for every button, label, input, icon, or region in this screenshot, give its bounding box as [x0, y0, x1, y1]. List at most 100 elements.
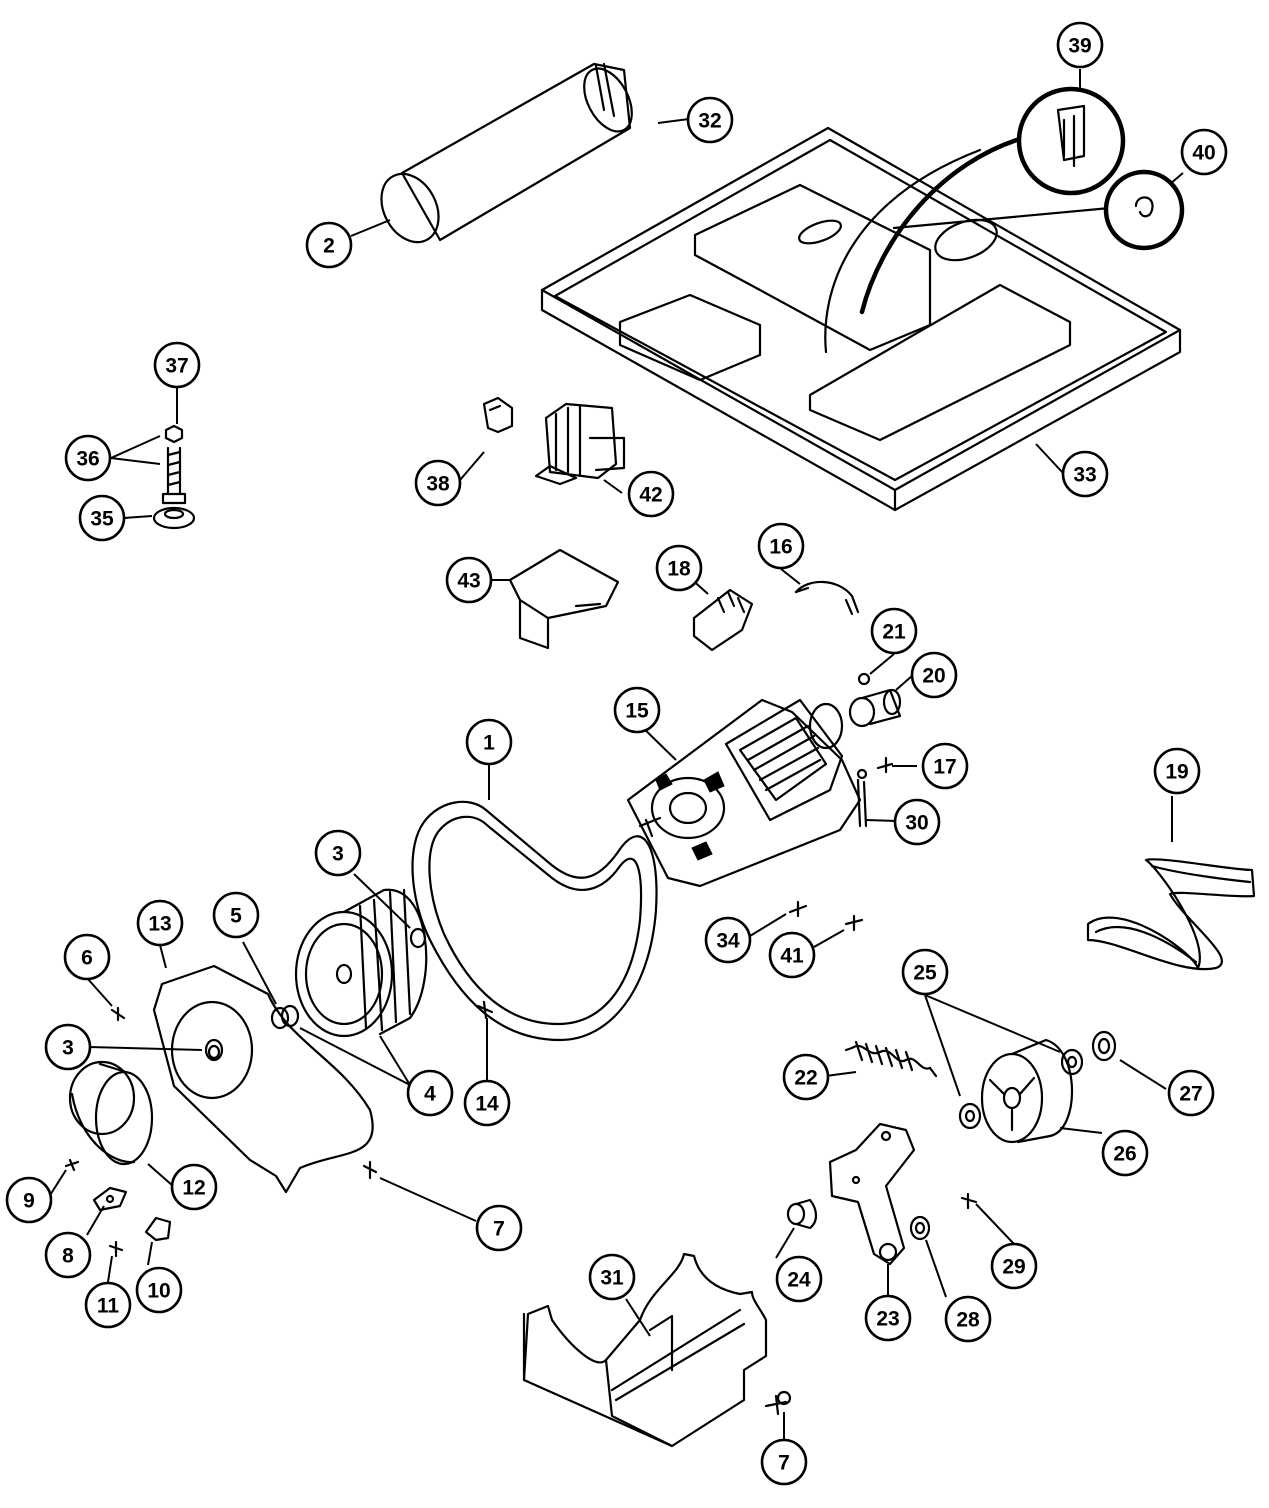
part-10-thermostat [144, 1216, 172, 1242]
callout-circle [760, 1438, 808, 1486]
callout-label: 10 [147, 1280, 170, 1303]
callout-circle [1167, 1069, 1215, 1117]
callout-c26: 26 [1101, 1129, 1149, 1177]
callout-circle [305, 221, 353, 269]
part-23-idler-arm [828, 1122, 916, 1266]
callout-label: 43 [457, 570, 480, 593]
callout-label: 22 [794, 1067, 817, 1090]
callout-circle [44, 1231, 92, 1279]
part-26-idler-pulley [980, 1038, 1074, 1144]
callout-c33: 33 [1061, 450, 1109, 498]
callout-c34: 34 [704, 916, 752, 964]
callout-c3b: 3 [44, 1023, 92, 1071]
callout-label: 5 [230, 905, 242, 928]
callout-label: 38 [426, 473, 450, 496]
callout-circle [627, 470, 675, 518]
part-38-clip [482, 396, 514, 434]
part-14-screw [476, 1000, 494, 1020]
callout-circle [870, 607, 918, 655]
callout-label: 37 [165, 355, 188, 378]
callout-label: 6 [81, 947, 93, 970]
callout-label: 35 [90, 508, 114, 531]
callout-circle [44, 1023, 92, 1071]
part-15-motor [626, 698, 862, 888]
part-24-bushing [786, 1198, 818, 1230]
callout-circle [1061, 450, 1109, 498]
callout-label: 33 [1073, 464, 1096, 487]
callout-circle [613, 686, 661, 734]
inset-39-terminal [1016, 86, 1126, 196]
callout-label: 19 [1165, 761, 1188, 784]
callout-c31: 31 [588, 1253, 636, 1301]
callout-c41: 41 [768, 931, 816, 979]
callout-c7b: 7 [760, 1438, 808, 1486]
part-6-screw [110, 1006, 126, 1022]
callout-label: 20 [922, 665, 945, 688]
callout-label: 15 [625, 700, 649, 723]
callout-label: 40 [1192, 142, 1215, 165]
part-3-washer-lower [204, 1038, 224, 1062]
inset-wiring-line [859, 133, 1112, 315]
callout-c2: 2 [305, 221, 353, 269]
callout-c19: 19 [1153, 747, 1201, 795]
part-20-motor-pulley [848, 688, 902, 728]
part-1-drive-belt [411, 800, 658, 1042]
callout-c14: 14 [463, 1079, 511, 1127]
part-34-screw [788, 900, 808, 918]
callout-label: 8 [62, 1245, 74, 1268]
callout-c27: 27 [1167, 1069, 1215, 1117]
part-25-washer-front [958, 1102, 982, 1130]
callout-label: 29 [1002, 1256, 1025, 1279]
callout-circle [1153, 747, 1201, 795]
part-12-seal-ring [68, 1060, 154, 1166]
part-27-retainer-ring [1091, 1030, 1117, 1062]
part-22-idler-spring [844, 1040, 938, 1078]
callout-c4: 4 [406, 1069, 454, 1117]
callout-circle [864, 1294, 912, 1342]
callout-label: 36 [76, 448, 99, 471]
callout-label: 3 [332, 843, 344, 866]
part-17-screw [876, 756, 894, 774]
part-28-pulley-nut [909, 1215, 931, 1241]
callout-circle [414, 459, 462, 507]
callout-circle [445, 556, 493, 604]
callout-circle [901, 948, 949, 996]
callout-c42: 42 [627, 470, 675, 518]
callout-c17: 17 [921, 742, 969, 790]
part-36-leveling-leg [161, 446, 187, 505]
callout-circle [63, 933, 111, 981]
callout-c23: 23 [864, 1294, 912, 1342]
callout-circle [757, 522, 805, 570]
callout-c22: 22 [782, 1053, 830, 1101]
callout-circle [170, 1163, 218, 1211]
callout-label: 25 [913, 962, 937, 985]
callout-c38: 38 [414, 459, 462, 507]
callout-c1: 1 [465, 718, 513, 766]
callout-c24: 24 [775, 1255, 823, 1303]
callout-circle [84, 1281, 132, 1329]
part-42-transformer [534, 402, 626, 486]
callout-circle [1101, 1129, 1149, 1177]
callout-circle [314, 829, 362, 877]
leader-lines [46, 69, 1184, 1442]
part-8-clamp-plate [92, 1186, 128, 1212]
callout-c12: 12 [170, 1163, 218, 1211]
part-4-blower-wheel [294, 888, 428, 1038]
part-9-screw [64, 1158, 80, 1172]
callout-c10: 10 [135, 1266, 183, 1314]
callout-circle [686, 96, 734, 144]
callout-c18: 18 [655, 544, 703, 592]
callout-circle [944, 1295, 992, 1343]
callout-c25: 25 [901, 948, 949, 996]
callout-circle [64, 434, 112, 482]
callout-c16: 16 [757, 522, 805, 570]
callout-label: 14 [475, 1093, 499, 1116]
callout-c7a: 7 [475, 1204, 523, 1252]
callout-circle [893, 798, 941, 846]
callout-label: 39 [1068, 35, 1091, 58]
callout-circle [910, 651, 958, 699]
callout-label: 27 [1179, 1083, 1202, 1106]
part-31-mounting-bracket [522, 1252, 768, 1448]
callout-label: 34 [716, 930, 740, 953]
callout-label: 11 [97, 1295, 120, 1318]
